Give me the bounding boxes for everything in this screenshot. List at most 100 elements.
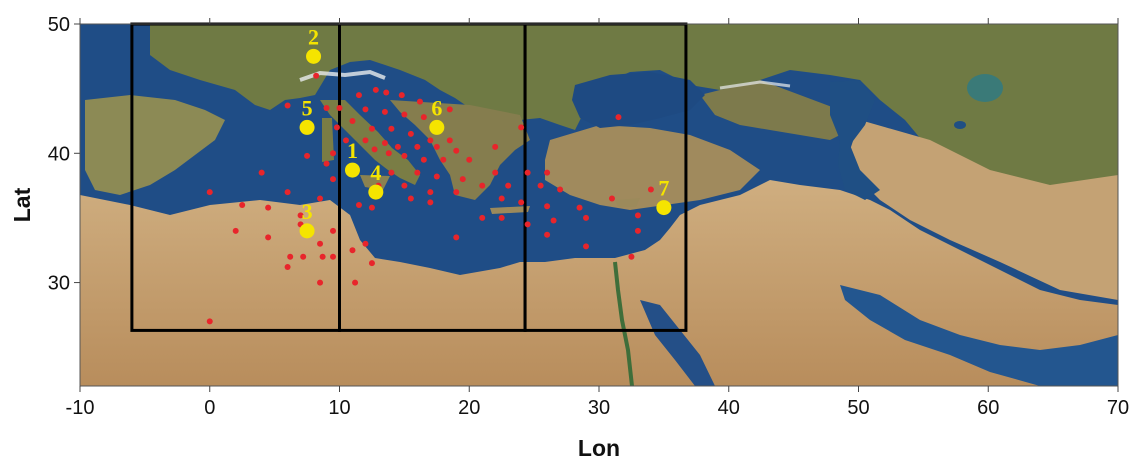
station-point [420,114,427,121]
x-tick-label: 0 [204,397,215,419]
station-point [368,204,375,211]
station-point [265,204,272,211]
station-point [420,156,427,163]
station-point [388,169,395,176]
y-tick-label: 40 [48,143,70,165]
station-point [349,117,356,124]
station-point [352,279,359,286]
caspian-sea [830,80,880,200]
station-point [388,125,395,132]
station-points [206,72,654,325]
station-point [446,137,453,144]
site-marker-3 [299,223,315,239]
iran-plateau-land [850,120,1118,300]
station-point [492,143,499,150]
station-point [349,247,356,254]
anatolia-land [545,125,760,210]
station-point [634,227,641,234]
station-point [232,227,239,234]
x-axis-label: Lon [578,435,620,461]
station-point [385,150,392,157]
station-point [416,98,423,105]
site-marker-7 [656,200,672,216]
station-point [330,150,337,157]
station-point [453,189,460,196]
site-marker-4 [368,184,384,200]
station-point [206,189,213,196]
station-point [317,240,324,247]
sicily [360,175,390,190]
site-marker-2 [306,48,322,64]
station-point [557,186,564,193]
site-label-4: 4 [370,160,381,185]
station-point [398,92,405,99]
station-point [304,152,311,159]
aral-sea [967,74,1003,102]
station-point [319,253,326,260]
station-point [333,124,340,131]
station-point [407,195,414,202]
station-point [427,199,434,206]
y-tick-label: 30 [48,273,70,295]
satellite-basemap [80,24,1118,386]
italy-land [320,100,420,185]
station-point [524,169,531,176]
station-point [383,89,390,96]
station-point [414,143,421,150]
station-point [407,130,414,137]
station-point [372,86,379,93]
station-point [492,169,499,176]
station-point [479,182,486,189]
caucasus-land [700,80,850,140]
station-point [300,253,307,260]
x-tick-label: -10 [66,397,95,419]
nile-river [613,261,634,386]
station-point [615,114,622,121]
lake-balkhash [954,121,966,129]
station-point [355,92,362,99]
site-marker-5 [299,119,315,135]
station-point [459,176,466,183]
station-point [453,147,460,154]
station-point [608,195,615,202]
caucasus-snow [719,80,791,90]
station-point [368,260,375,267]
station-point [440,156,447,163]
corsica-sardinia [322,118,334,162]
station-point [479,214,486,221]
station-point [544,231,551,238]
station-point [414,169,421,176]
station-point [381,108,388,115]
station-point [505,182,512,189]
black-sea [572,72,705,128]
station-point [317,195,324,202]
site-label-2: 2 [308,24,319,49]
station-point [498,195,505,202]
x-tick-label: 30 [588,397,610,419]
station-point [647,186,654,193]
station-point [317,279,324,286]
station-point [313,72,320,79]
site-label-3: 3 [302,199,313,224]
station-point [362,106,369,113]
station-point [342,137,349,144]
station-point [537,182,544,189]
station-point [284,264,291,271]
station-point [265,234,272,241]
site-marker-1 [344,162,360,178]
station-point [258,169,265,176]
site-label-7: 7 [658,176,669,201]
station-point [336,105,343,112]
station-point [518,199,525,206]
station-point [427,189,434,196]
site-label-1: 1 [347,138,358,163]
x-tick-label: 50 [847,397,869,419]
station-point [362,240,369,247]
site-label-5: 5 [302,95,313,120]
station-point [355,202,362,208]
station-point [401,152,408,159]
station-point [466,156,473,163]
red-sea [640,300,715,386]
